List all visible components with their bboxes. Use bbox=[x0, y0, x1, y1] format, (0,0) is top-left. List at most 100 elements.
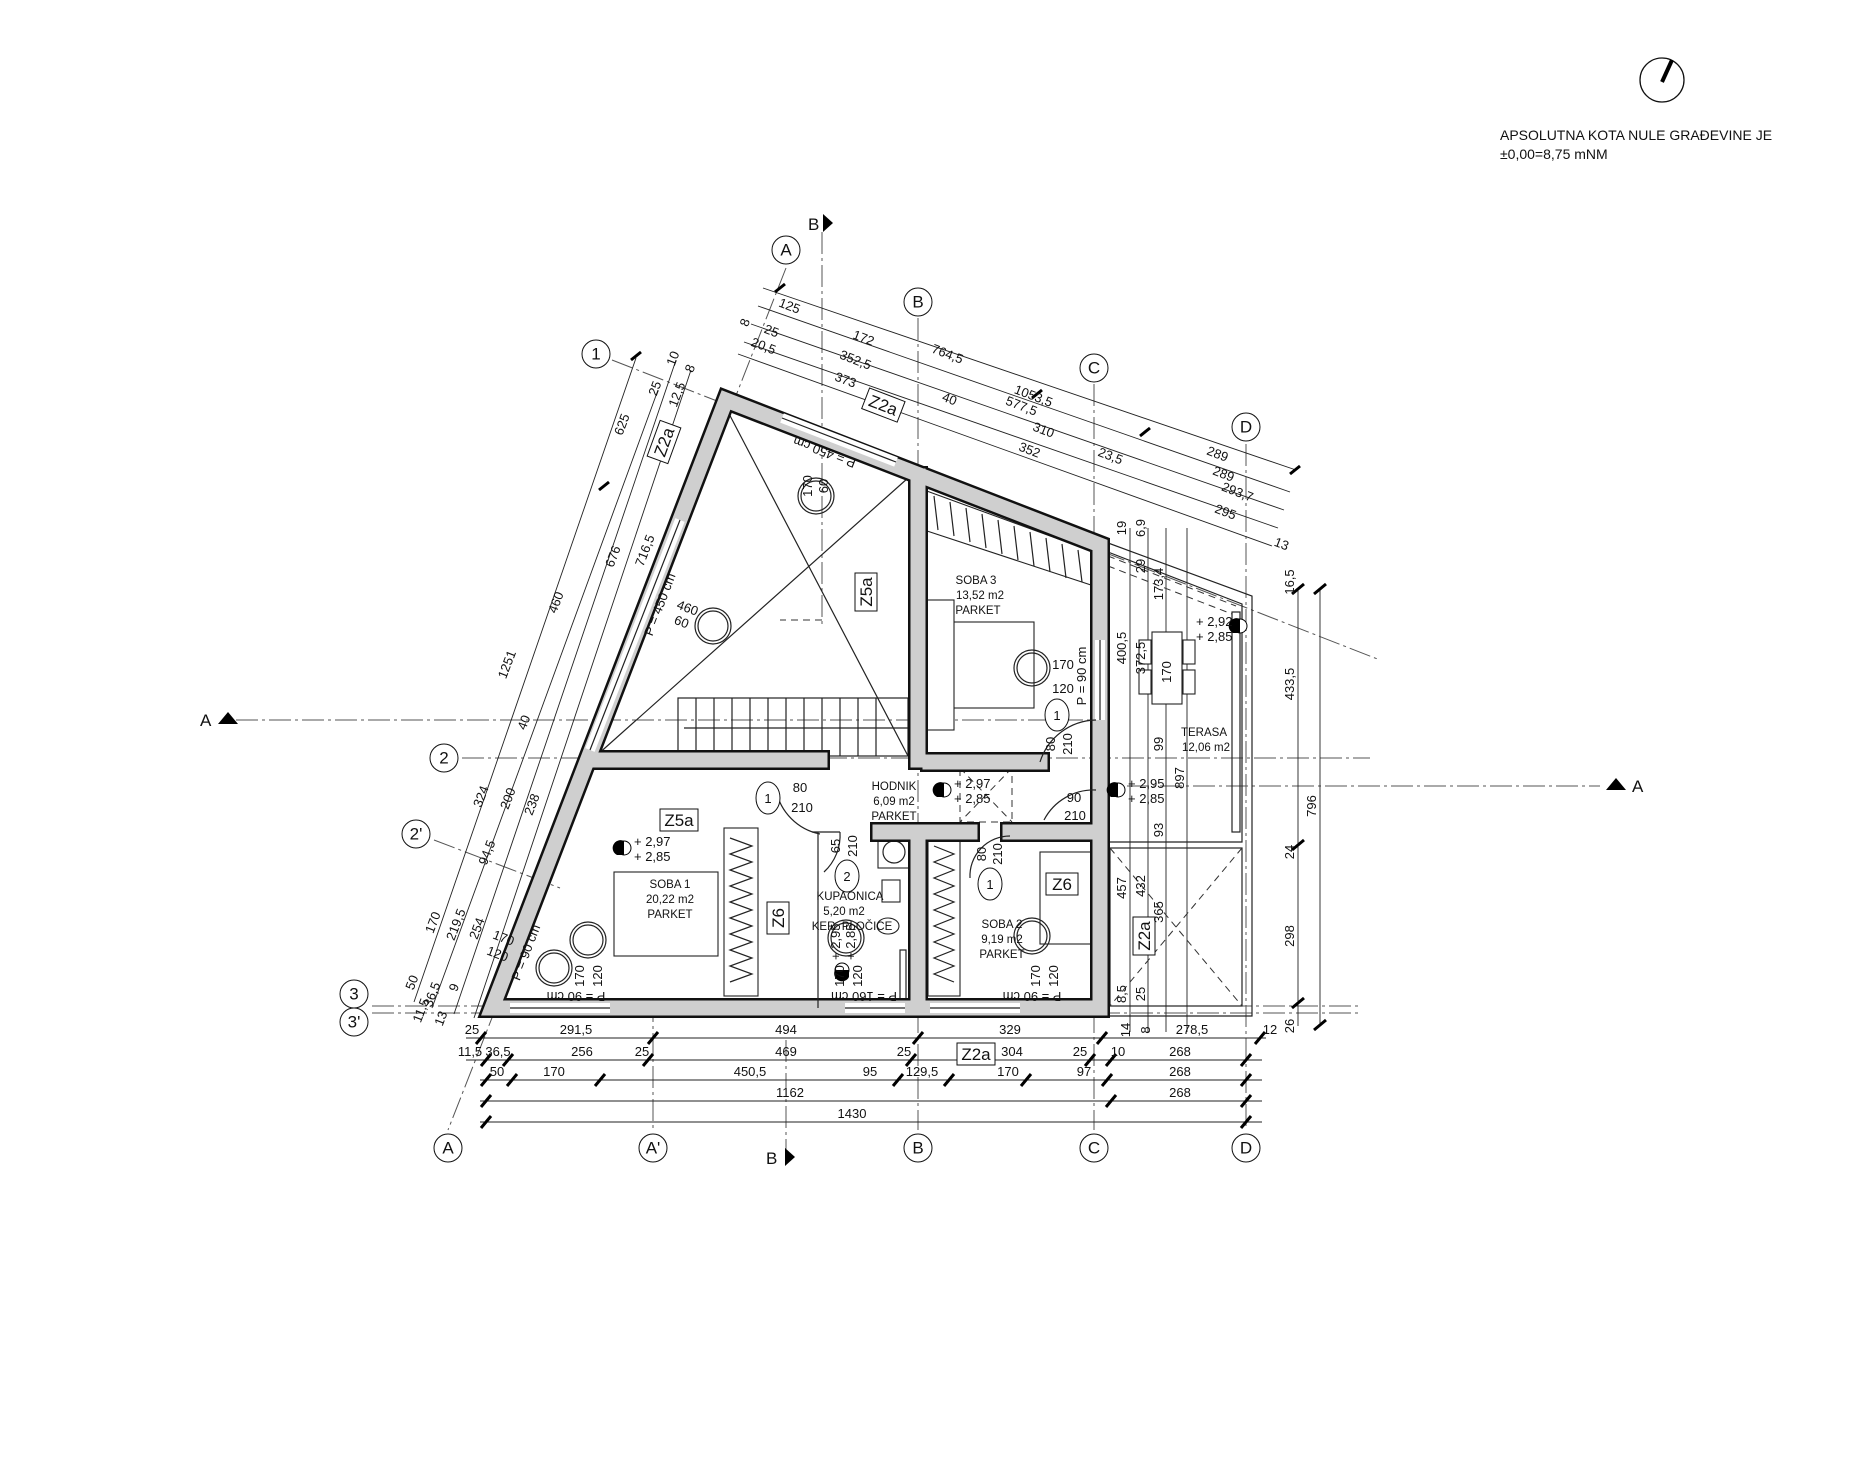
stair-void-part bbox=[595, 477, 909, 757]
room-kupaonica-part: KUPAONICA bbox=[817, 891, 884, 903]
door-swings-part bbox=[969, 835, 1011, 879]
walls-part bbox=[481, 390, 1108, 1016]
terrace-outline-part bbox=[1107, 551, 1243, 843]
dimension-lines-part bbox=[413, 357, 637, 1003]
material-tag-part: Z5a bbox=[664, 811, 694, 830]
dimensions-bottom-part: 129,5 bbox=[906, 1064, 939, 1079]
level-marker-part: + 2,85 bbox=[843, 923, 858, 960]
dimensions-top: 8 125 25 20,5 172 352,5 373 764,5 1053,5… bbox=[736, 295, 1291, 553]
dimensions-top-part: 310 bbox=[1031, 419, 1057, 441]
dimension-ticks-part bbox=[1019, 1073, 1033, 1087]
dimensions-inner-part: 29 bbox=[1133, 559, 1148, 573]
room-soba-2-part: PARKET bbox=[979, 949, 1024, 961]
ceiling-lights-part bbox=[572, 924, 604, 956]
dimensions-bottom-part: 1430 bbox=[838, 1106, 867, 1121]
dimensions-bottom-part: 291,5 bbox=[560, 1022, 593, 1037]
grid-axis-1-part: 1 bbox=[591, 345, 600, 364]
dimension-ticks-part bbox=[479, 1073, 493, 1087]
material-tag-part bbox=[659, 808, 699, 832]
opening-labels-part: 170 bbox=[800, 475, 815, 497]
room-terasa-part: 12,06 m2 bbox=[1182, 742, 1230, 754]
dimension-ticks-part bbox=[1253, 1031, 1267, 1045]
dimensions-left-part: 8 bbox=[682, 362, 699, 374]
grid-axis-1: 1 bbox=[581, 339, 611, 369]
dimensions-inner-part: 19 bbox=[1114, 521, 1129, 535]
level-marker: + 2,95+ 2,85 bbox=[1106, 776, 1165, 806]
dimensions-bottom-part: 469 bbox=[775, 1044, 797, 1059]
level-marker-part: + 2,97 bbox=[954, 776, 991, 791]
grid-axis-D-top: D bbox=[1231, 412, 1261, 442]
dimensions-left-part: 460 bbox=[545, 590, 567, 616]
section-B-label-top: B bbox=[808, 215, 819, 234]
room-soba-1-part: 20,22 m2 bbox=[646, 894, 694, 906]
grid-axis-A-prime: A' bbox=[638, 1133, 668, 1163]
ceiling-lights-part bbox=[569, 921, 607, 959]
dimensions-inner-part: 6,9 bbox=[1133, 519, 1148, 537]
dimension-ticks-part bbox=[1095, 1031, 1109, 1045]
door-tag-icon-part: 1 bbox=[986, 877, 993, 892]
material-tag-part: Z6 bbox=[769, 908, 788, 928]
dimension-ticks-part bbox=[1291, 996, 1305, 1010]
dimensions-bottom-part: 95 bbox=[863, 1064, 877, 1079]
dimensions-bottom-part: 25 bbox=[1073, 1044, 1087, 1059]
door-labels-part: 210 bbox=[791, 800, 813, 815]
terrace-outline-part bbox=[1109, 847, 1243, 1007]
material-tag-part: Z2a bbox=[961, 1045, 991, 1064]
door-tag-icon: 1 bbox=[1044, 698, 1070, 732]
wardrobe-soba-1 bbox=[723, 827, 759, 997]
opening-labels-part: 170 bbox=[1052, 657, 1074, 672]
ceiling-lights-part bbox=[1016, 652, 1048, 684]
dimensions-left-part: 10 bbox=[663, 349, 682, 368]
room-soba-3-part: 13,52 m2 bbox=[956, 590, 1004, 602]
material-tag-part bbox=[766, 901, 790, 935]
dimensions-left-part: 9 bbox=[446, 981, 463, 993]
door-tag-icon: 1 bbox=[977, 867, 1003, 901]
dimension-ticks-part bbox=[1291, 582, 1305, 596]
dimensions-left-part: 12,5 bbox=[665, 380, 688, 409]
elevation-note-title: APSOLUTNA KOTA NULE GRAĐEVINE JE bbox=[1500, 127, 1772, 143]
dimensions-inner-part: 99 bbox=[1151, 737, 1166, 751]
door-labels-part: 210 bbox=[1060, 733, 1075, 755]
dimensions-bottom-part: 256 bbox=[571, 1044, 593, 1059]
dimension-ticks-part bbox=[479, 1115, 493, 1129]
material-tag: Z2a bbox=[646, 419, 682, 465]
dimensions-inner: 19 6,9 29 173,4 400,5 372,5 170 99 897 9… bbox=[1114, 519, 1187, 1003]
dimensions-bottom-part: 14 bbox=[1118, 1023, 1133, 1037]
grid-axis-B-top-part bbox=[903, 287, 933, 317]
dimension-lines-part bbox=[743, 341, 1279, 529]
dimension-ticks-part bbox=[630, 350, 642, 362]
section-B-label-bottom: B bbox=[766, 1149, 777, 1168]
opening-labels-part: 60 bbox=[672, 612, 691, 631]
grid-axis-2-prime-part bbox=[401, 819, 431, 849]
dimensions-inner-part: 457 bbox=[1114, 877, 1129, 899]
opening-labels-part: 120 bbox=[850, 965, 865, 987]
dimension-ticks-part bbox=[1313, 582, 1327, 596]
dimensions-right-part: 24 bbox=[1282, 845, 1297, 859]
door-labels-part: 65 bbox=[828, 839, 843, 853]
door-tag-icon-part bbox=[755, 781, 781, 815]
grid-axis-B-top-part: B bbox=[912, 293, 923, 312]
room-hodnik-part: 6,09 m2 bbox=[873, 796, 915, 808]
terrace-outline-part bbox=[1107, 565, 1233, 615]
grid-axis-C-bottom: C bbox=[1079, 1133, 1109, 1163]
room-hodnik-part: PARKET bbox=[871, 811, 916, 823]
door-swings-part bbox=[823, 831, 841, 873]
dimension-ticks-part bbox=[1031, 388, 1043, 400]
dimensions-left-part: 13 bbox=[431, 1009, 450, 1028]
dimensions-left-part: 625 bbox=[611, 412, 633, 438]
room-kupaonica: KUPAONICA 5,20 m2 KER. PLOČICE bbox=[812, 891, 893, 933]
north-arrow-icon-part bbox=[1639, 57, 1685, 103]
dimensions-top-part: 13 bbox=[1272, 534, 1291, 553]
grid-axis-3-prime-part: 3' bbox=[348, 1013, 361, 1032]
ceiling-lights-part bbox=[694, 607, 732, 645]
terrace-table bbox=[1138, 631, 1196, 705]
grid-axis-1-part bbox=[581, 339, 611, 369]
dimensions-inner-part: 25 bbox=[1133, 987, 1148, 1001]
dimensions-bottom-part: 25 bbox=[635, 1044, 649, 1059]
dimensions-top-part: 289 bbox=[1205, 443, 1231, 465]
walls bbox=[477, 387, 1110, 1018]
ceiling-lights-part bbox=[800, 480, 832, 512]
dimension-lines-part bbox=[737, 353, 1273, 547]
dimensions-right-part: 16,5 bbox=[1282, 569, 1297, 594]
opening-labels-part: 170 bbox=[1028, 965, 1043, 987]
